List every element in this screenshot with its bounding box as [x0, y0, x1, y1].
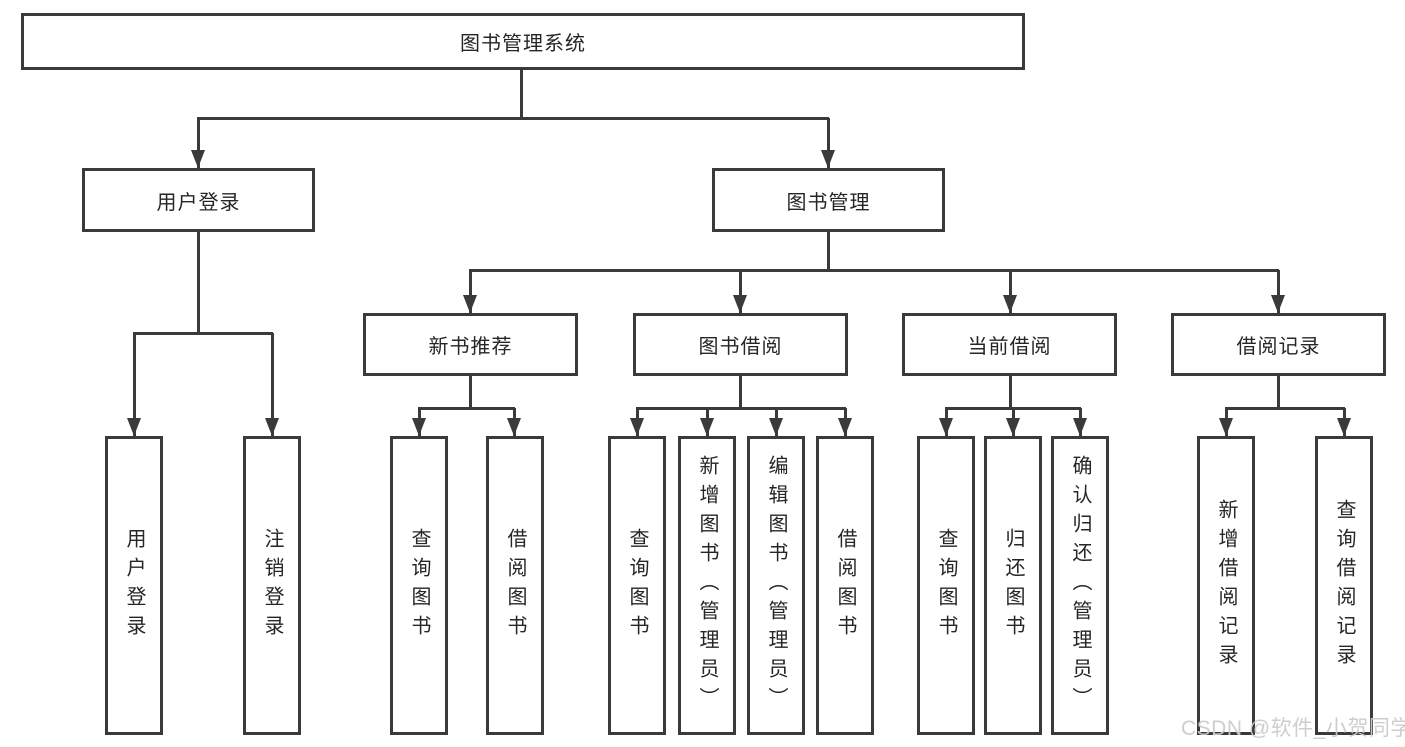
connector-bar: [197, 117, 829, 120]
node-label: 新书推荐: [428, 336, 513, 358]
connector-bar: [1225, 407, 1345, 410]
leaf-label: 用户登录: [123, 527, 145, 644]
node-new-book-recommendation: 新书推荐: [363, 313, 578, 376]
node-label: 图书管理: [786, 191, 871, 214]
arrowhead-down-icon: [127, 418, 141, 436]
leaf-label: 查询图书: [626, 527, 648, 644]
connector-bar: [469, 269, 1279, 272]
node-label: 当前借阅: [967, 336, 1052, 358]
connector-stem: [739, 376, 742, 408]
arrowhead-down-icon: [1073, 418, 1087, 436]
arrowhead-down-icon: [700, 418, 714, 436]
leaf-confirm-return-admin: 确认归还（管理员）: [1051, 436, 1109, 735]
watermark: CSDN @软件_小贺同学: [1181, 717, 1405, 740]
leaf-query-books-current: 查询图书: [917, 436, 975, 735]
leaf-query-books-borrowing: 查询图书: [608, 436, 666, 735]
arrowhead-down-icon: [630, 418, 644, 436]
arrowhead-down-icon: [838, 418, 852, 436]
node-book-borrowing: 图书借阅: [633, 313, 848, 376]
leaf-borrow-books-recommend: 借阅图书: [486, 436, 544, 735]
node-book-management: 图书管理: [712, 168, 945, 232]
leaf-label: 新增借阅记录: [1215, 498, 1237, 673]
arrowhead-down-icon: [265, 418, 279, 436]
leaf-label: 借阅图书: [834, 527, 856, 644]
leaf-label: 借阅图书: [504, 527, 526, 644]
arrowhead-down-icon: [733, 295, 747, 313]
leaf-borrow-books: 借阅图书: [816, 436, 874, 735]
node-user-login: 用户登录: [82, 168, 315, 232]
connector-bar: [418, 407, 515, 410]
node-label: 图书借阅: [698, 336, 783, 358]
connector-arrow-line: [1277, 270, 1280, 313]
connector-stem: [197, 232, 200, 333]
node-borrowing-records: 借阅记录: [1171, 313, 1386, 376]
connector-arrow-line: [1009, 270, 1012, 313]
node-label: 图书管理系统: [460, 33, 586, 55]
connector-stem: [469, 376, 472, 408]
arrowhead-down-icon: [769, 418, 783, 436]
connector-arrow-line: [469, 270, 472, 313]
arrowhead-down-icon: [1219, 418, 1233, 436]
leaf-label: 编辑图书（管理员）: [765, 455, 787, 716]
arrowhead-down-icon: [1003, 295, 1017, 313]
connector-stem: [520, 70, 523, 118]
arrowhead-down-icon: [1006, 418, 1020, 436]
arrowhead-down-icon: [507, 418, 521, 436]
connector-arrow-line: [133, 333, 136, 436]
connector-bar: [636, 407, 846, 410]
leaf-label: 查询图书: [408, 527, 430, 644]
leaf-label: 确认归还（管理员）: [1069, 455, 1091, 716]
leaf-edit-books-admin: 编辑图书（管理员）: [747, 436, 805, 735]
arrowhead-down-icon: [821, 150, 835, 168]
connector-arrow-line: [739, 270, 742, 313]
arrowhead-down-icon: [939, 418, 953, 436]
connector-bar: [133, 332, 273, 335]
arrowhead-down-icon: [1271, 295, 1285, 313]
node-current-borrowing: 当前借阅: [902, 313, 1117, 376]
node-label: 借阅记录: [1236, 336, 1321, 358]
connector-arrow-line: [827, 118, 830, 168]
leaf-logout: 注销登录: [243, 436, 301, 735]
connector-arrow-line: [197, 118, 200, 168]
arrowhead-down-icon: [191, 150, 205, 168]
node-label: 用户登录: [156, 191, 241, 214]
leaf-label: 新增图书（管理员）: [696, 455, 718, 716]
arrowhead-down-icon: [412, 418, 426, 436]
leaf-query-borrow-record: 查询借阅记录: [1315, 436, 1373, 735]
node-library-management-system: 图书管理系统: [21, 13, 1025, 70]
leaf-query-books-recommend: 查询图书: [390, 436, 448, 735]
arrowhead-down-icon: [463, 295, 477, 313]
connector-stem: [1277, 376, 1280, 408]
leaf-label: 归还图书: [1002, 527, 1024, 644]
leaf-return-books: 归还图书: [984, 436, 1042, 735]
leaf-label: 注销登录: [261, 527, 283, 644]
connector-stem: [827, 232, 830, 272]
leaf-label: 查询借阅记录: [1333, 498, 1355, 673]
leaf-label: 查询图书: [935, 527, 957, 644]
connector-arrow-line: [271, 333, 274, 436]
leaf-add-books-admin: 新增图书（管理员）: [678, 436, 736, 735]
leaf-user-login: 用户登录: [105, 436, 163, 735]
arrowhead-down-icon: [1337, 418, 1351, 436]
leaf-add-borrow-record: 新增借阅记录: [1197, 436, 1255, 735]
connector-stem: [1009, 376, 1012, 408]
